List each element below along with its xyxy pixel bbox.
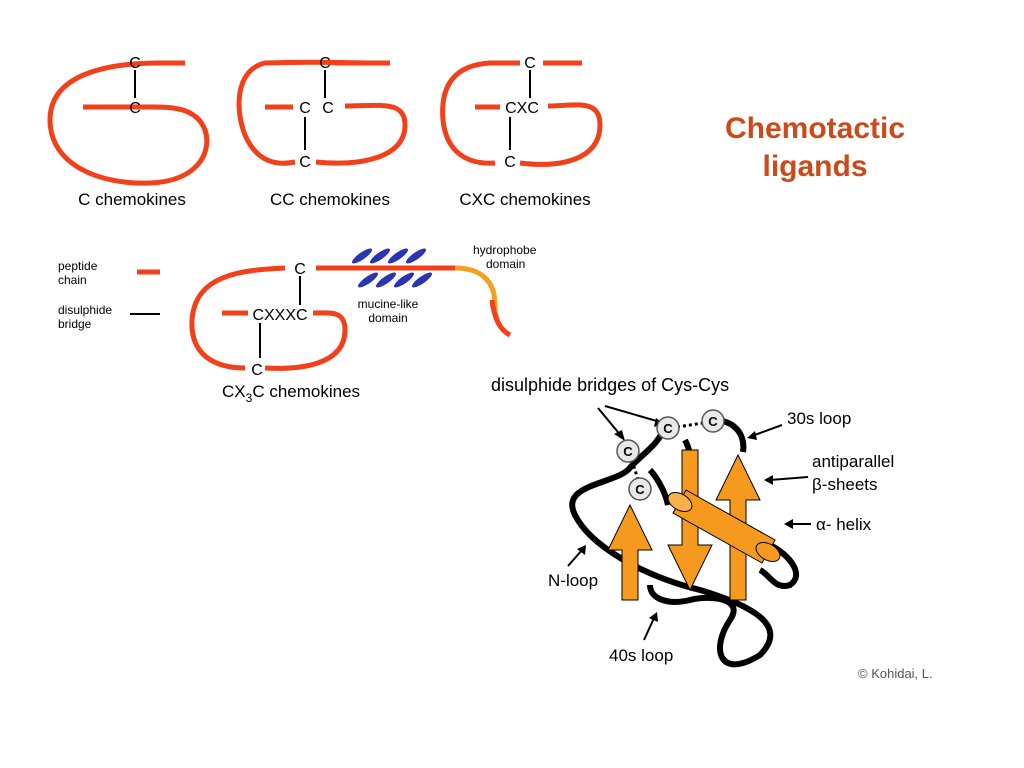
helix-end [667, 492, 693, 512]
backbone-coil [569, 424, 774, 668]
arrowhead [649, 612, 658, 622]
cys-label: C [294, 261, 306, 278]
arrowhead [764, 475, 773, 485]
peptide-chain [189, 265, 286, 371]
loop40-label: 40s loop [609, 646, 673, 665]
slide-title: Chemotactic ligands [700, 110, 930, 186]
arrowhead [784, 519, 793, 529]
panel-caption: C chemokines [78, 190, 186, 209]
cys-circle [701, 409, 725, 433]
mucine-label: domain [368, 311, 407, 325]
pointer-arrow [567, 549, 583, 567]
loop30-label: 30s loop [787, 409, 851, 428]
structure-heading: disulphide bridges of Cys-Cys [491, 375, 729, 395]
arrowhead [577, 545, 586, 555]
arrowhead [614, 430, 625, 441]
cys-label: C [129, 55, 141, 72]
cys-label: C [319, 55, 331, 72]
panel-caption: CC chemokines [270, 190, 390, 209]
mucine-glycan [357, 272, 379, 288]
peptide-chain [440, 60, 520, 166]
cc-chemokine-diagram: C C C C CC chemokines [236, 55, 408, 209]
alpha-helix [667, 489, 781, 564]
peptide-chain [489, 299, 512, 338]
arrowhead [747, 431, 757, 440]
peptide-chain [47, 60, 210, 186]
backbone-coil [647, 467, 671, 506]
mucine-glycan [405, 248, 427, 264]
cys-circle [616, 439, 640, 463]
helix-end [755, 542, 781, 562]
beta-strand-arrow [607, 503, 653, 601]
peptide-chain [236, 59, 390, 166]
cys-circle [628, 477, 652, 501]
legend-peptide-chain-label: peptide [58, 259, 98, 273]
mucine-glycan [375, 272, 397, 288]
pointer-arrow [769, 476, 809, 481]
cysteine-residues: C C C C [616, 409, 725, 501]
cys-circle [656, 416, 680, 440]
cys-label: C [251, 362, 263, 379]
cys-label: C [299, 154, 311, 171]
nloop-label: N-loop [548, 571, 598, 590]
panel-caption: CX3C chemokines [222, 382, 360, 405]
pointer-arrow [643, 617, 655, 641]
cys-label: C [663, 421, 673, 436]
c-chemokine-diagram: C C C chemokines [47, 55, 210, 209]
panel-caption: CXC chemokines [459, 190, 590, 209]
peptide-chain [264, 310, 348, 371]
cys-label: CXXXC [252, 307, 307, 324]
mucine-glycan [387, 248, 409, 264]
antiparallel-label: β-sheets [812, 475, 878, 494]
backbone-coil [758, 542, 799, 589]
legend-disulphide-label: bridge [58, 317, 92, 331]
title-line-1: Chemotactic [724, 112, 906, 145]
mucine-like-domain [351, 248, 433, 288]
antiparallel-label: antiparallel [812, 452, 894, 471]
cys-label: C [524, 55, 536, 72]
mucine-glycan [393, 272, 415, 288]
mucine-glycan [369, 248, 391, 264]
pointer-arrow [751, 424, 783, 437]
cys-label: C [635, 482, 645, 497]
cys-label: C [299, 100, 311, 117]
pointer-arrow [604, 405, 661, 423]
cys-label: C [504, 154, 516, 171]
helix-label: α- helix [816, 515, 872, 534]
peptide-chain [519, 102, 603, 167]
copyright-notice: © Kohidai, L. [858, 666, 933, 681]
cxc-chemokine-diagram: C CXC C CXC chemokines [440, 55, 603, 209]
hydrophobe-label: hydrophobe [473, 243, 537, 257]
title-line-2: ligands [762, 150, 868, 183]
mucine-glycan [411, 272, 433, 288]
cys-label: C [129, 100, 141, 117]
cys-label: C [322, 100, 334, 117]
legend-peptide-chain-label: chain [58, 273, 87, 287]
legend-disulphide-label: disulphide [58, 303, 112, 317]
legend: peptide chain disulphide bridge [58, 259, 160, 331]
cys-label: C [708, 414, 718, 429]
cys-label: C [623, 444, 633, 459]
cx3c-chemokine-diagram: C CXXXC C mucine-like domain hydrophobe … [189, 243, 537, 405]
chemokine-structure-diagram: disulphide bridges of Cys-Cys [491, 375, 894, 668]
peptide-chain [315, 102, 408, 166]
mucine-label: mucine-like [358, 297, 419, 311]
hydrophobe-label: domain [486, 257, 525, 271]
mucine-glycan [351, 248, 373, 264]
cys-label: CXC [505, 100, 539, 117]
disulphide-bond [676, 421, 704, 429]
